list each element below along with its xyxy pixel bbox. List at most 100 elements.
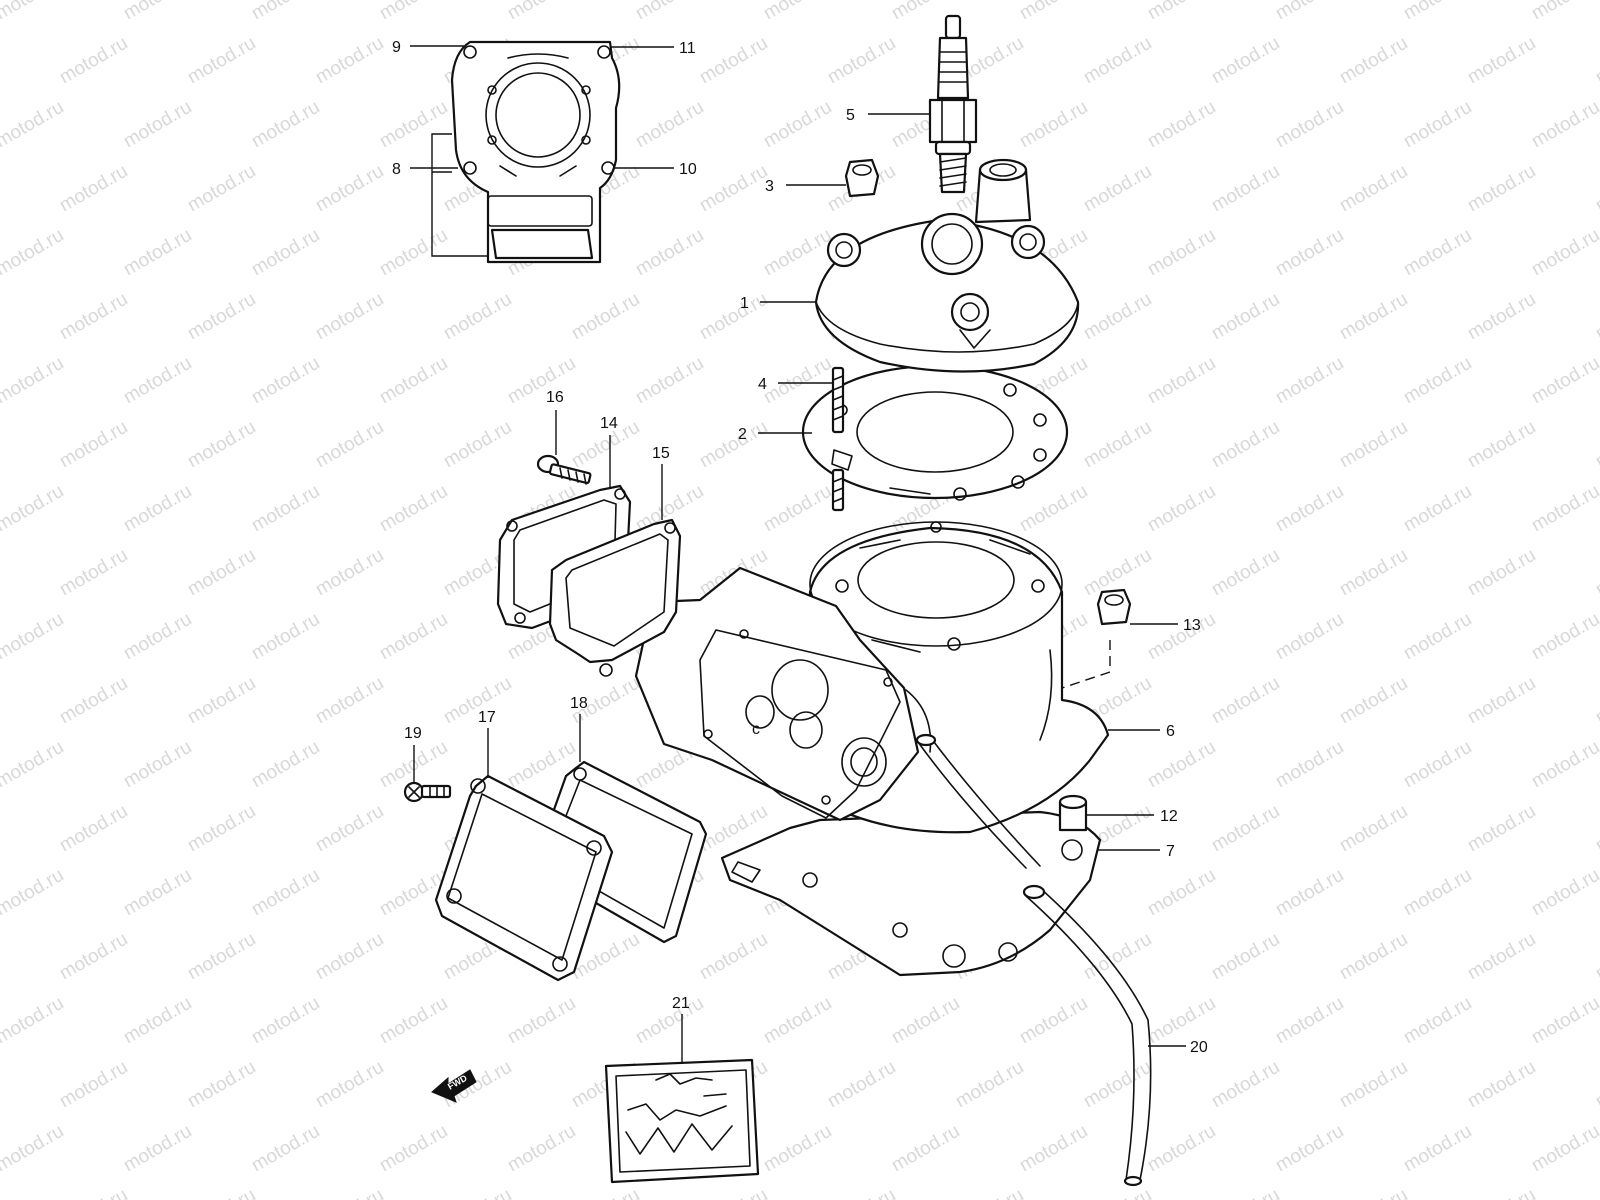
watermark-text: motod.ru [184,289,259,345]
callout-13: 13 [1183,617,1201,634]
watermark-text: motod.ru [632,993,707,1049]
callout-11: 11 [679,40,696,57]
gasket-detail-inset [431,40,621,264]
callout-18: 18 [570,695,588,712]
watermark-text: motod.ru [0,97,67,153]
watermark-text: motod.ru [120,225,195,281]
watermark-text: motod.ru [824,1057,899,1113]
watermark-text: motod.ru [120,737,195,793]
watermark-text: motod.ru [1336,1057,1411,1113]
callout-16: 16 [546,389,564,406]
callout-1: 1 [740,295,749,312]
watermark-text: motod.ru [1336,673,1411,729]
watermark-text: motod.ru [1080,929,1155,985]
watermark-text: motod.ru [1016,481,1091,537]
watermark-text: motod.ru [1592,801,1600,857]
watermark-text: motod.ru [184,1185,259,1200]
watermark-text: motod.ru [1592,929,1600,985]
watermark-text: motod.ru [1272,865,1347,921]
callout-5: 5 [846,107,855,124]
watermark-text: motod.ru [632,97,707,153]
watermark-text: motod.ru [1144,225,1219,281]
watermark-text: motod.ru [0,801,3,857]
watermark-text: motod.ru [1080,1057,1155,1113]
watermark-text: motod.ru [0,1057,3,1113]
watermark-text: motod.ru [1208,289,1283,345]
watermark-text: motod.ru [248,609,323,665]
watermark-text: motod.ru [1592,545,1600,601]
watermark-text: motod.ru [1208,929,1283,985]
head-coolant-outlet [974,158,1032,224]
watermark-text: motod.ru [1464,161,1539,217]
watermark-text: motod.ru [0,353,67,409]
watermark-text: motod.ru [952,1185,1027,1200]
watermark-text: motod.ru [568,1185,643,1200]
watermark-text: motod.ru [504,353,579,409]
watermark-text: motod.ru [0,993,67,1049]
watermark-text: motod.ru [696,289,771,345]
watermark-text: motod.ru [376,0,451,24]
watermark-text: motod.ru [184,1057,259,1113]
stud-bolt [831,366,845,512]
watermark-text: motod.ru [1144,609,1219,665]
watermark-text: motod.ru [120,609,195,665]
watermark-text: motod.ru [760,1121,835,1177]
watermark-text: motod.ru [1464,673,1539,729]
watermark-text: motod.ru [248,353,323,409]
watermark-text: motod.ru [1080,417,1155,473]
watermark-text: motod.ru [1208,1057,1283,1113]
watermark-text: motod.ru [120,865,195,921]
watermark-text: motod.ru [504,0,579,24]
watermark-text: motod.ru [0,737,67,793]
watermark-text: motod.ru [248,0,323,24]
watermark-text: motod.ru [312,33,387,89]
watermark-text: motod.ru [1464,1185,1539,1200]
watermark-text: motod.ru [56,1057,131,1113]
watermark-text: motod.ru [376,225,451,281]
watermark-text: motod.ru [1144,481,1219,537]
callout-6: 6 [1166,723,1175,740]
watermark-text: motod.ru [56,545,131,601]
watermark-text: motod.ru [1528,993,1600,1049]
watermark-text: motod.ru [1272,97,1347,153]
watermark-text: motod.ru [760,993,835,1049]
watermark-text: motod.ru [504,993,579,1049]
watermark-text: motod.ru [56,33,131,89]
callout-2: 2 [738,426,747,443]
watermark-text: motod.ru [1336,545,1411,601]
watermark-text: motod.ru [184,417,259,473]
watermark-text: motod.ru [1528,97,1600,153]
watermark-text: motod.ru [184,545,259,601]
watermark-text: motod.ru [0,33,3,89]
watermark-text: motod.ru [760,481,835,537]
callout-9: 9 [392,39,401,56]
watermark-text: motod.ru [440,1185,515,1200]
watermark-text: motod.ru [1208,161,1283,217]
callout-7: 7 [1166,843,1175,860]
watermark-text: motod.ru [312,417,387,473]
watermark-text: motod.ru [0,673,3,729]
callout-19: 19 [404,725,422,742]
watermark-text: motod.ru [1336,161,1411,217]
watermark-text: motod.ru [248,97,323,153]
watermark-text: motod.ru [1528,353,1600,409]
watermark-text: motod.ru [760,225,835,281]
callout-3: 3 [765,178,774,195]
watermark-text: motod.ru [696,33,771,89]
watermark-text: motod.ru [1080,289,1155,345]
watermark-text: motod.ru [312,673,387,729]
callout-12: 12 [1160,808,1178,825]
watermark-text: motod.ru [1400,97,1475,153]
callout-15: 15 [652,445,670,462]
watermark-text: motod.ru [312,161,387,217]
cylinder-base-gasket [720,810,1102,977]
watermark-text: motod.ru [0,929,3,985]
watermark-text: motod.ru [1144,0,1219,24]
callout-8: 8 [392,161,401,178]
watermark-text: motod.ru [1464,545,1539,601]
watermark-text: motod.ru [56,1185,131,1200]
watermark-text: motod.ru [1464,1057,1539,1113]
watermark-text: motod.ru [56,417,131,473]
watermark-text: motod.ru [1336,929,1411,985]
watermark-text: motod.ru [0,1185,3,1200]
